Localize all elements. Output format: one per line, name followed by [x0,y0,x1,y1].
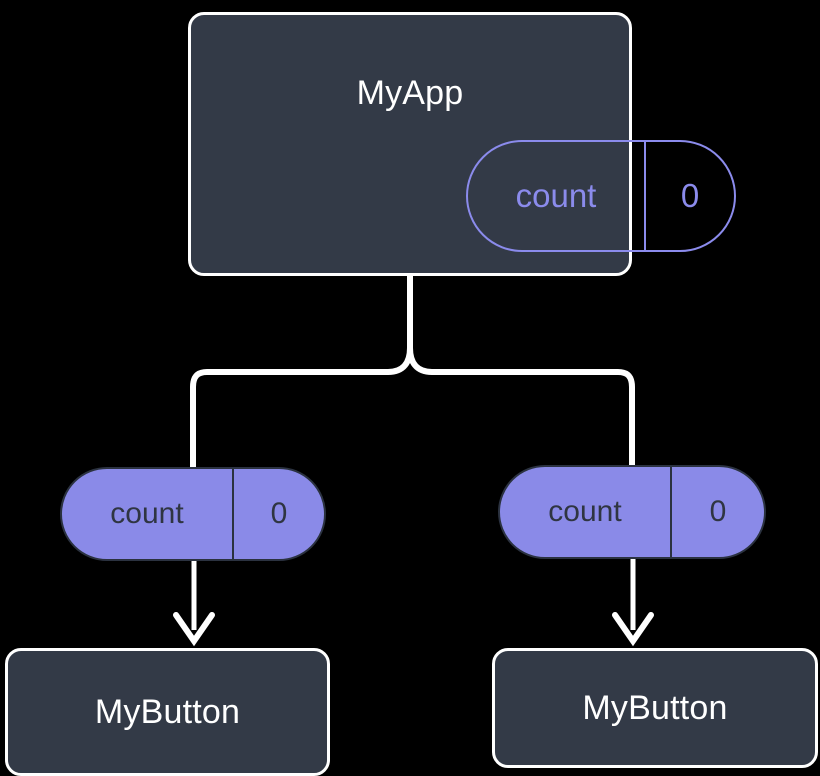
arrow-left-head-icon [173,612,215,647]
node-mybutton-left[interactable]: MyButton [5,648,330,776]
state-badge-myapp-count[interactable]: count 0 [466,140,736,252]
node-mybutton-right-label: MyButton [582,689,728,727]
state-badge-value: 0 [709,495,727,528]
node-myapp-label: MyApp [356,74,464,112]
node-mybutton-left-label: MyButton [94,693,241,731]
node-myapp[interactable]: MyApp count 0 [188,12,736,276]
state-badge-key: count [500,467,672,557]
tree-branch-connector [190,273,413,470]
arrow-right-head-icon [612,612,654,647]
state-badge-value: 0 [680,177,700,214]
state-badge-left-count[interactable]: count 0 [60,467,326,561]
node-mybutton-right[interactable]: MyButton [492,648,818,768]
tree-branch-connector-right [407,273,635,469]
state-badge-key: count [468,142,646,250]
state-badge-right-count[interactable]: count 0 [498,465,766,559]
state-badge-value: 0 [270,497,288,530]
state-badge-key: count [62,469,234,559]
